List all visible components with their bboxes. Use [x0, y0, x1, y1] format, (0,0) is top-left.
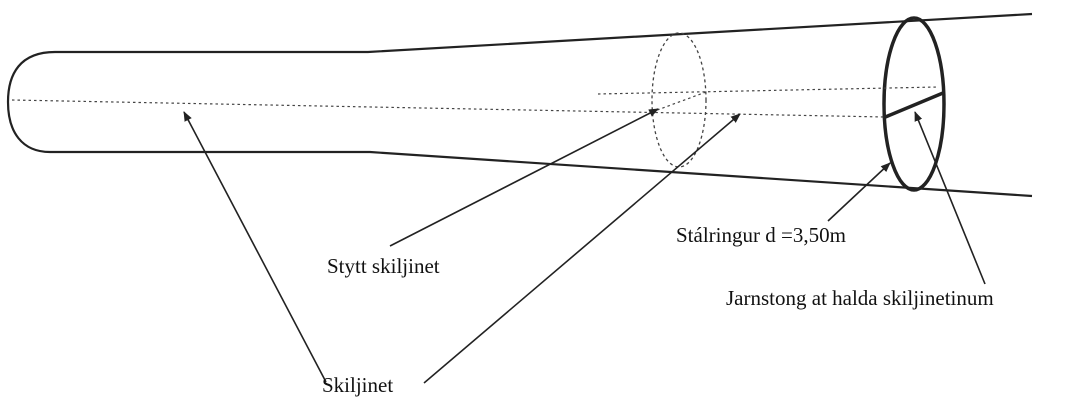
- net-closed-end: [6, 50, 56, 154]
- steel-ring: [882, 16, 946, 192]
- iron-bar-label: Jarnstong at halda skiljinetinum: [726, 286, 994, 310]
- short-partition-line-diagonal: [651, 91, 707, 113]
- arrow-steel-ring: [827, 162, 891, 222]
- leader-arrows: [183, 108, 986, 384]
- net-lower-edge: [50, 150, 1033, 198]
- short-partition-line-upper: [597, 86, 939, 95]
- steel-ring-label: Stálringur d =3,50m: [676, 223, 846, 247]
- short-net-label: Stytt skiljinet: [327, 254, 440, 278]
- net-outline: [6, 12, 1033, 198]
- net-upper-edge: [55, 12, 1033, 54]
- arrow-net-left: [183, 111, 327, 383]
- arrow-iron-bar: [914, 111, 986, 285]
- net-label: Skiljinet: [322, 373, 394, 397]
- main-partition-line: [11, 99, 886, 118]
- short-net-ring: [651, 32, 707, 168]
- iron-bar: [882, 91, 944, 120]
- partition-lines: [11, 86, 939, 118]
- arrow-short-net: [389, 108, 659, 247]
- arrow-net-right: [423, 113, 741, 384]
